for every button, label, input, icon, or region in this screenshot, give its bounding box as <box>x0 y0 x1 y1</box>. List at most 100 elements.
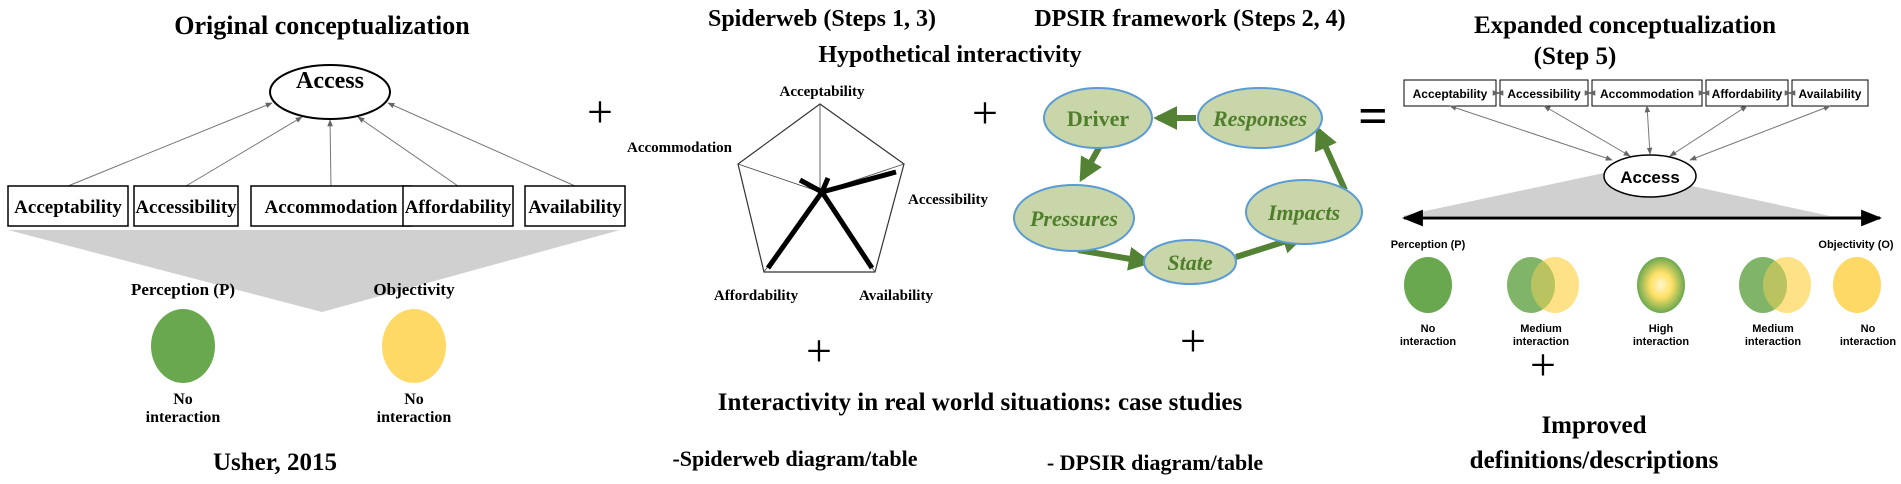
spectrum-circle-perception <box>1404 257 1452 313</box>
left-box-availability <box>524 185 626 227</box>
expanded-box-label-acceptability: Acceptability <box>1413 87 1488 101</box>
spiderweb-outline <box>737 103 905 273</box>
expanded-conceptualization-panel: Expanded conceptualization (Step 5) Acce… <box>1391 12 1897 474</box>
left-box-accessibility <box>133 185 239 227</box>
expanded-arrow-acceptability <box>1449 105 1613 161</box>
expanded-dimension-boxes: Acceptability Accessibility Accommodation A… <box>1403 79 1869 107</box>
spiderweb-interactivity-line-1 <box>821 169 897 195</box>
spectrum-circle-medium-1-green <box>1507 257 1555 313</box>
left-box-label-affordability: Affordability <box>405 197 512 218</box>
dpsir-title: DPSIR framework (Steps 2, 4) <box>1034 6 1345 32</box>
dpsir-arrow-2 <box>1077 246 1153 271</box>
expanded-access-ellipse <box>1603 154 1697 198</box>
plus-operator-3: + <box>806 325 832 376</box>
left-perception-label: Perception (P) <box>131 280 235 299</box>
original-conceptualization-panel: Original conceptualization Access Accept… <box>7 11 626 476</box>
expanded-arrow-affordability <box>1669 105 1748 157</box>
expanded-arrow-accessibility <box>1543 105 1631 157</box>
expanded-access-label: Access <box>1620 168 1680 187</box>
spiderweb-spoke-4 <box>737 163 821 193</box>
spectrum-circle-medium-2-overlay <box>1763 257 1811 313</box>
left-box-label-accommodation: Accommodation <box>265 197 398 218</box>
dpsir-node-driver <box>1043 87 1153 149</box>
expanded-box-label-accessibility: Accessibility <box>1507 87 1581 101</box>
dpsir-node-impacts <box>1245 179 1363 245</box>
dpsir-node-state <box>1143 239 1237 285</box>
spiderweb-axis-label-acceptability: Acceptability <box>780 84 865 100</box>
spiderweb-interactivity-line-4 <box>798 177 824 195</box>
left-box-acceptability <box>7 185 129 227</box>
expanded-dimension-arrows <box>1449 90 1831 161</box>
left-access-label: Access <box>296 68 364 94</box>
spiderweb-interactivity-line-2 <box>819 190 875 270</box>
plus-operator-2: + <box>972 87 998 138</box>
dpsir-node-pressures <box>1013 184 1135 252</box>
dpsir-node-label-responses: Responses <box>1212 106 1307 131</box>
left-arrow-affordability <box>357 116 459 187</box>
spectrum-circle-high <box>1637 257 1685 313</box>
left-arrow-accommodation <box>327 119 333 187</box>
case-studies-heading: Interactivity in real world situations: … <box>718 389 1243 416</box>
spectrum-circle-medium-2-green <box>1739 257 1787 313</box>
left-perception-circle <box>151 309 215 383</box>
improved-line1: Improved <box>1541 412 1646 439</box>
dpsir-arrow-4 <box>1314 125 1348 192</box>
expanded-title-line2: (Step 5) <box>1534 43 1617 70</box>
expanded-box-acceptability <box>1403 79 1497 107</box>
spiderweb-panel: Spiderweb (Steps 1, 3) Hypothetical inte… <box>627 6 1082 304</box>
left-box-label-availability: Availability <box>528 197 622 218</box>
spiderweb-subtitle: Hypothetical interactivity <box>818 42 1081 68</box>
left-objectivity-label: Objectivity <box>373 280 455 299</box>
spiderweb-axis-label-availability: Availability <box>859 288 933 304</box>
left-box-label-accessibility: Accessibility <box>135 197 237 218</box>
dpsir-node-label-impacts: Impacts <box>1267 200 1340 225</box>
dpsir-panel: DPSIR framework (Steps 2, 4) Driver Respo… <box>1013 6 1363 285</box>
expanded-arrow-accommodation <box>1644 105 1653 155</box>
expanded-fan-shape <box>1402 170 1830 216</box>
dpsir-node-label-driver: Driver <box>1067 106 1130 131</box>
dpsir-table-note: - DPSIR diagram/table <box>1047 450 1264 475</box>
dpsir-node-label-state: State <box>1167 250 1212 275</box>
spiderweb-axis-label-accessibility: Accessibility <box>908 192 988 208</box>
spiderweb-title: Spiderweb (Steps 1, 3) <box>708 6 936 32</box>
expanded-box-label-accommodation: Accommodation <box>1600 87 1694 101</box>
left-dimension-boxes: Acceptability Accessibility Accommodation A… <box>7 185 626 227</box>
expanded-box-accessibility <box>1499 79 1589 107</box>
spectrum-circle-medium-1-overlay <box>1531 257 1579 313</box>
citation: Usher, 2015 <box>213 449 337 476</box>
dpsir-node-responses <box>1197 87 1323 149</box>
spectrum-circle-objectivity <box>1833 257 1881 313</box>
left-fan-shape <box>8 230 620 312</box>
original-title: Original conceptualization <box>174 11 470 40</box>
dpsir-node-label-pressures: Pressures <box>1029 206 1118 231</box>
expanded-perception-label: Perception (P) <box>1391 239 1466 251</box>
expanded-box-label-affordability: Affordability <box>1712 87 1783 101</box>
left-access-ellipse <box>269 64 391 120</box>
plus-operator-5: + <box>1530 339 1556 390</box>
expanded-objectivity-label: Objectivity (O) <box>1818 239 1894 251</box>
left-dimension-arrows <box>67 102 576 187</box>
left-box-label-acceptability: Acceptability <box>14 197 122 218</box>
left-objectivity-circle <box>382 309 446 383</box>
plus-operator-4: + <box>1180 315 1206 366</box>
left-arrow-availability <box>387 102 576 187</box>
dpsir-arrow-1 <box>1079 144 1103 183</box>
left-arrow-acceptability <box>67 102 273 187</box>
expanded-arrow-availability <box>1689 105 1831 161</box>
spiderweb-axis-label-affordability: Affordability <box>714 288 799 304</box>
spiderweb-axis-label-accommodation: Accommodation <box>627 140 733 156</box>
left-box-affordability <box>402 185 514 227</box>
equals-operator: = <box>1358 88 1388 145</box>
improved-line2: definitions/descriptions <box>1470 447 1719 474</box>
spiderweb-table-note: -Spiderweb diagram/table <box>672 446 917 471</box>
